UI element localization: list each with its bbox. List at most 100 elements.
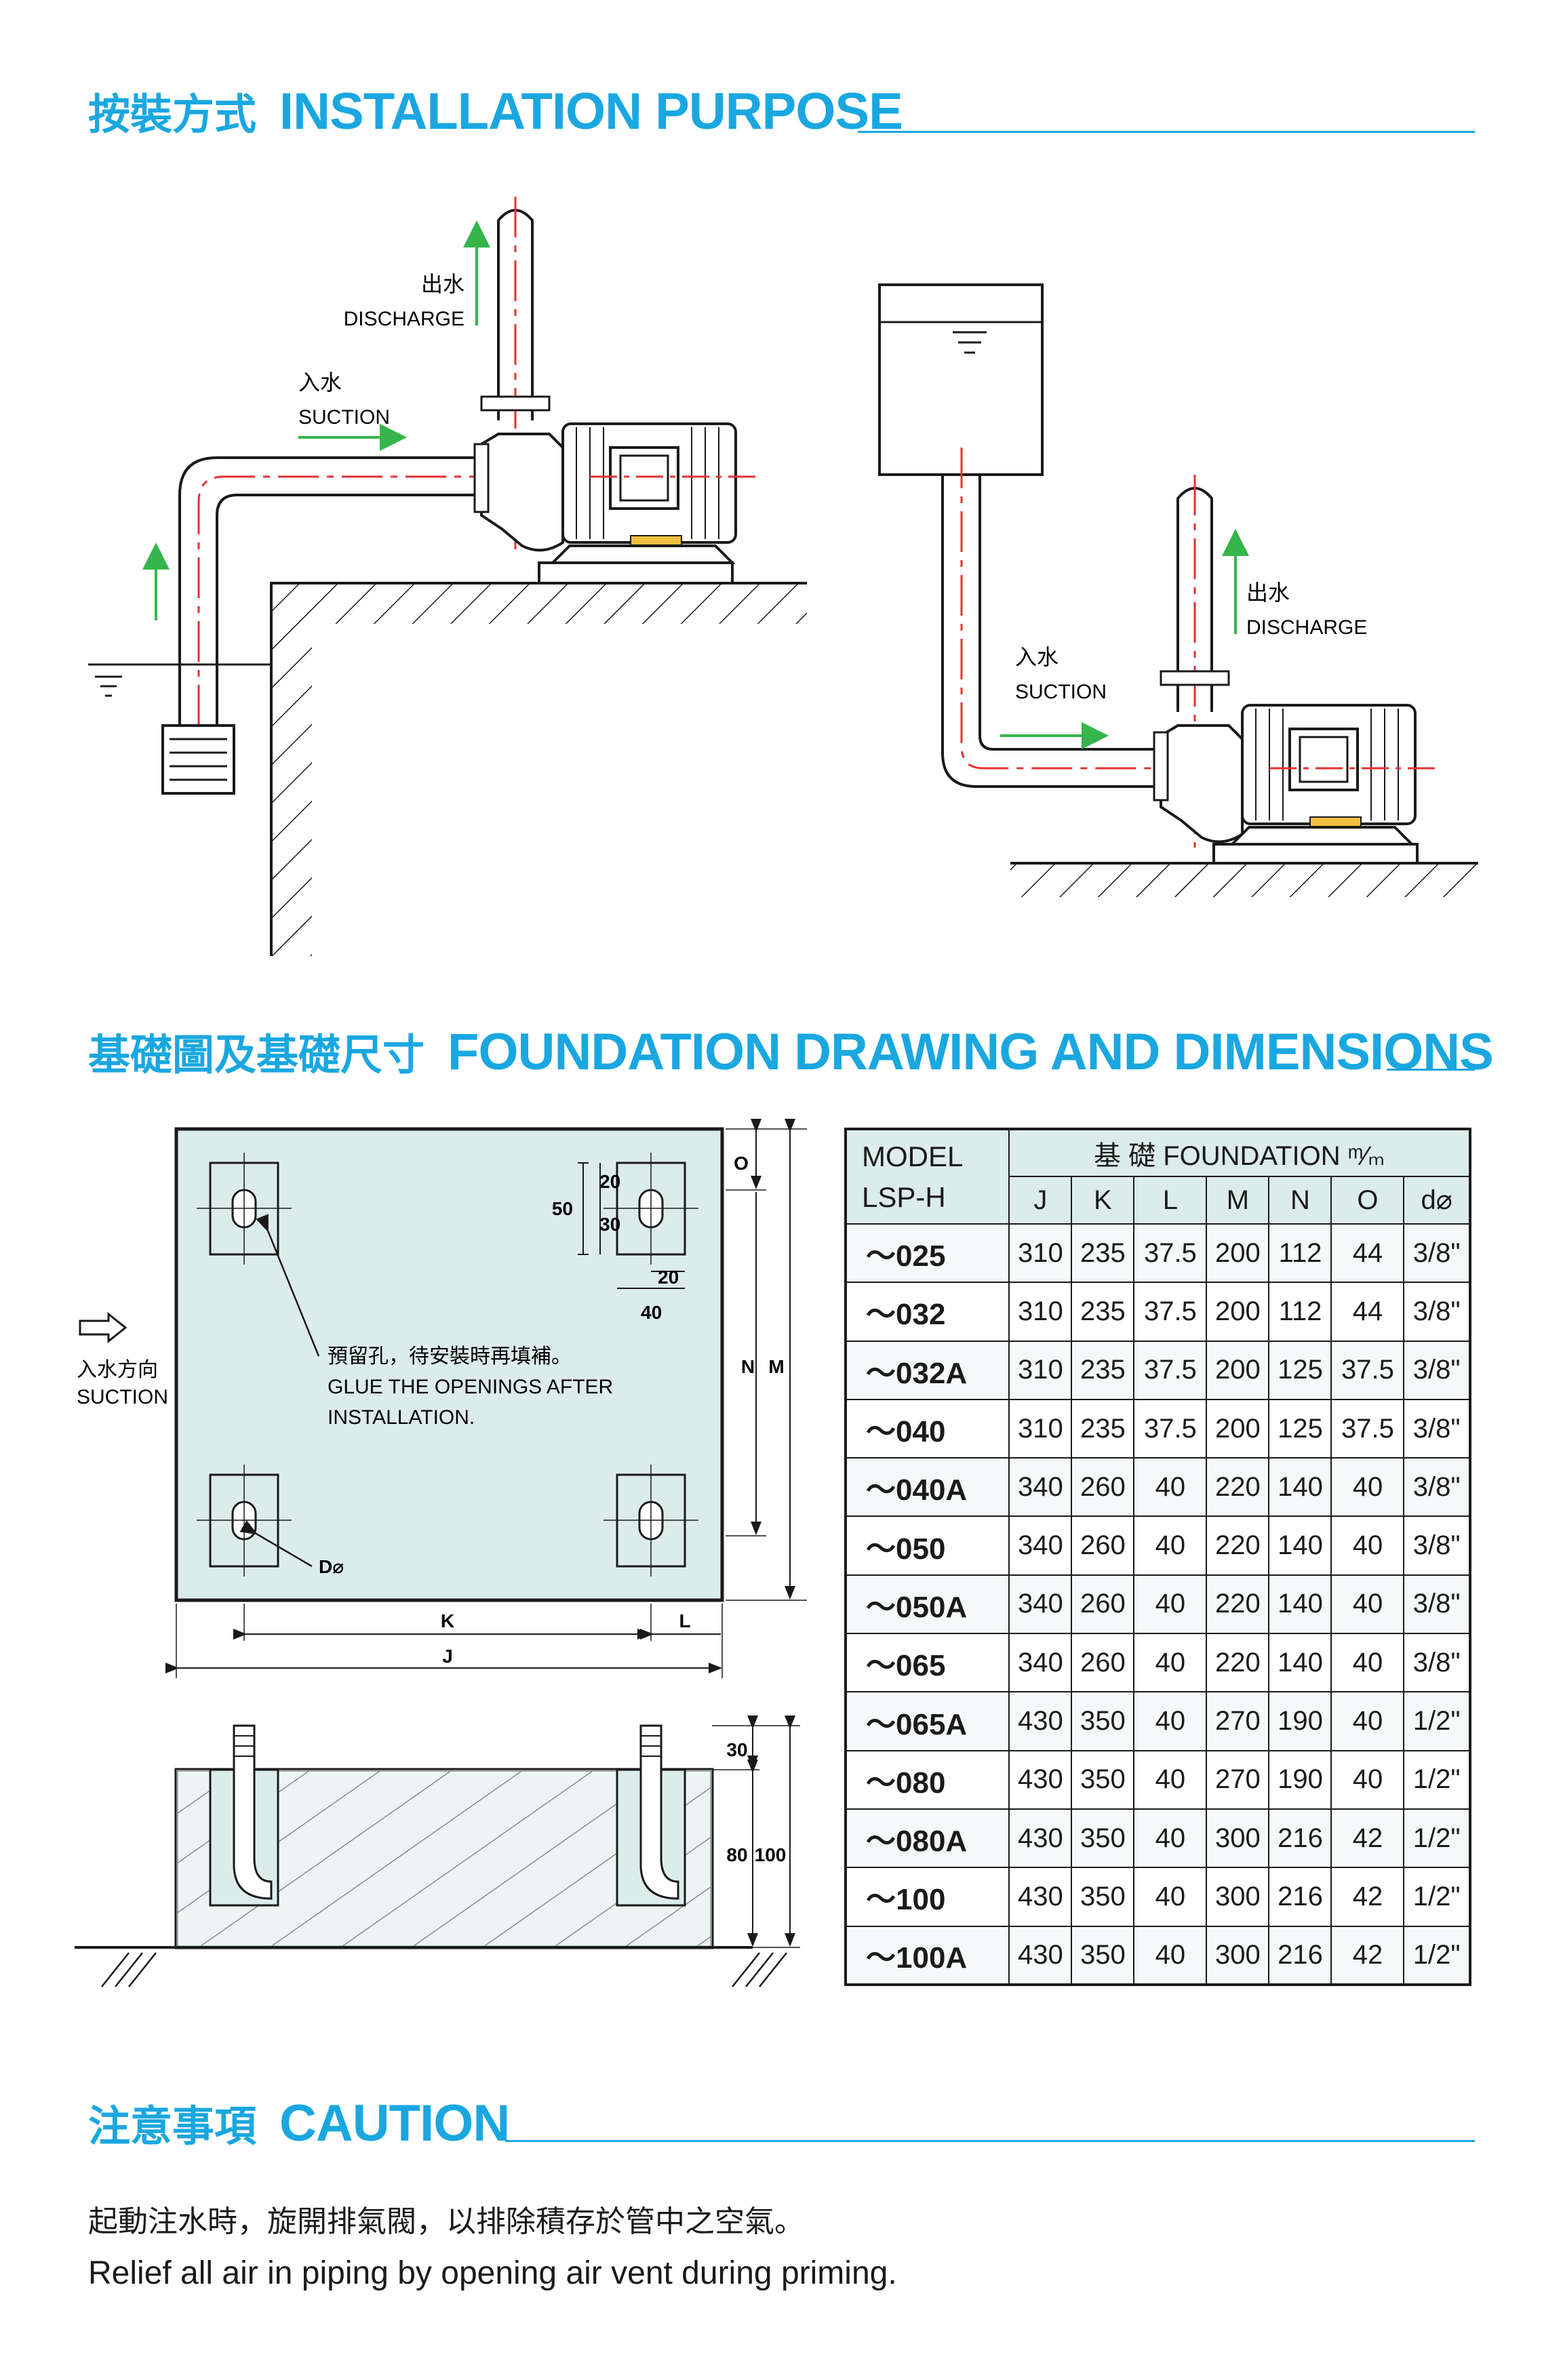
value-cell: 1/2" <box>1403 1691 1471 1751</box>
foot-valve <box>161 724 235 795</box>
value-cell: 140 <box>1268 1633 1332 1693</box>
value-cell: 220 <box>1206 1633 1270 1693</box>
value-cell: 140 <box>1268 1574 1332 1635</box>
section-dim-80: 80 <box>726 1844 747 1865</box>
value-cell: 300 <box>1206 1808 1270 1869</box>
note-en-1: GLUE THE OPENINGS AFTER <box>328 1376 613 1398</box>
value-cell: 40 <box>1330 1749 1405 1810</box>
value-cell: 112 <box>1268 1282 1332 1342</box>
model-cell: ～040A <box>844 1457 1010 1518</box>
value-cell: 235 <box>1071 1340 1135 1400</box>
installation-diagram-left: 出水 DISCHARGE 入水 SUCTION <box>88 197 807 956</box>
value-cell: 430 <box>1008 1691 1073 1751</box>
value-cell: 40 <box>1133 1749 1208 1810</box>
discharge-label-zh: 出水 <box>421 272 464 296</box>
value-cell: 3/8" <box>1403 1633 1471 1693</box>
value-cell: 40 <box>1133 1691 1208 1751</box>
column-header-1: K <box>1071 1176 1135 1225</box>
value-cell: 40 <box>1330 1691 1405 1751</box>
value-cell: 125 <box>1268 1398 1332 1459</box>
foundation-rule <box>1387 1069 1475 1071</box>
suction-label-en-right: SUCTION <box>1015 681 1107 703</box>
model-cell: ～100 <box>844 1867 1010 1927</box>
value-cell: 220 <box>1206 1574 1270 1635</box>
discharge-label-zh-right: 出水 <box>1246 580 1290 605</box>
suction-direction-en: SUCTION <box>77 1386 168 1408</box>
value-cell: 235 <box>1071 1223 1135 1284</box>
suction-label-zh: 入水 <box>298 370 342 395</box>
value-cell: 1/2" <box>1403 1867 1471 1927</box>
value-cell: 310 <box>1008 1398 1073 1459</box>
model-cell: ～050A <box>844 1574 1010 1635</box>
caution-text-zh: 起動注水時，旋開排氣閥，以排除積存於管中之空氣。 <box>88 2205 804 2238</box>
column-header-2: L <box>1133 1176 1208 1225</box>
column-header-6: d⌀ <box>1403 1176 1471 1225</box>
value-cell: 260 <box>1071 1633 1135 1693</box>
note-en-2: INSTALLATION. <box>328 1406 475 1429</box>
value-cell: 42 <box>1330 1867 1405 1927</box>
value-cell: 40 <box>1133 1925 1208 1986</box>
value-cell: 40 <box>1330 1457 1405 1518</box>
discharge-label-en-right: DISCHARGE <box>1246 616 1367 639</box>
value-cell: 310 <box>1008 1282 1073 1342</box>
value-cell: 3/8" <box>1403 1515 1471 1576</box>
suction-direction-zh: 入水方向 <box>77 1359 158 1381</box>
value-cell: 260 <box>1071 1515 1135 1576</box>
value-cell: 430 <box>1008 1867 1073 1927</box>
value-cell: 1/2" <box>1403 1808 1471 1869</box>
model-cell: ～080 <box>844 1749 1010 1810</box>
column-header-5: O <box>1330 1176 1405 1225</box>
value-cell: 40 <box>1133 1457 1208 1518</box>
model-header: MODEL LSP-H <box>844 1128 1010 1225</box>
model-cell: ～050 <box>844 1515 1010 1576</box>
value-cell: 350 <box>1071 1925 1135 1986</box>
section-dim-100: 100 <box>755 1844 787 1865</box>
model-cell: ～032 <box>844 1282 1010 1342</box>
value-cell: 200 <box>1206 1398 1270 1459</box>
installation-diagram-right: 出水 DISCHARGE 入水 SUCTION <box>878 283 1478 897</box>
value-cell: 270 <box>1206 1749 1270 1810</box>
anchor-bolt <box>233 1724 679 1900</box>
dim-O: O <box>734 1153 749 1174</box>
suction-direction-icon <box>79 1311 127 1344</box>
value-cell: 40 <box>1330 1574 1405 1635</box>
suction-label-en: SUCTION <box>298 406 390 429</box>
value-cell: 40 <box>1133 1808 1208 1869</box>
value-cell: 40 <box>1133 1515 1208 1576</box>
value-cell: 44 <box>1330 1282 1405 1342</box>
value-cell: 40 <box>1133 1633 1208 1693</box>
note-zh: 預留孔，待安裝時再填補。 <box>328 1345 572 1368</box>
tank-water-level-icon <box>953 331 987 354</box>
value-cell: 300 <box>1206 1925 1270 1986</box>
value-cell: 340 <box>1008 1457 1073 1518</box>
dim-20-top: 20 <box>599 1171 620 1192</box>
value-cell: 260 <box>1071 1574 1135 1635</box>
value-cell: 340 <box>1008 1633 1073 1693</box>
value-cell: 350 <box>1071 1808 1135 1869</box>
model-cell: ～065A <box>844 1691 1010 1751</box>
value-cell: 216 <box>1268 1867 1332 1927</box>
value-cell: 1/2" <box>1403 1925 1471 1986</box>
foundation-drawing: 20 50 30 20 40 O N M K L J 預留孔，待安裝時再填補。 … <box>75 1119 807 1987</box>
water-tank <box>878 283 1044 476</box>
value-cell: 216 <box>1268 1925 1332 1986</box>
dim-L: L <box>679 1610 690 1631</box>
column-header-0: J <box>1008 1176 1073 1225</box>
value-cell: 37.5 <box>1133 1223 1208 1284</box>
model-cell: ～065 <box>844 1633 1010 1693</box>
value-cell: 37.5 <box>1330 1398 1405 1459</box>
value-cell: 40 <box>1330 1515 1405 1576</box>
section-dim-30: 30 <box>726 1739 747 1760</box>
dim-J: J <box>442 1646 453 1667</box>
value-cell: 220 <box>1206 1457 1270 1518</box>
